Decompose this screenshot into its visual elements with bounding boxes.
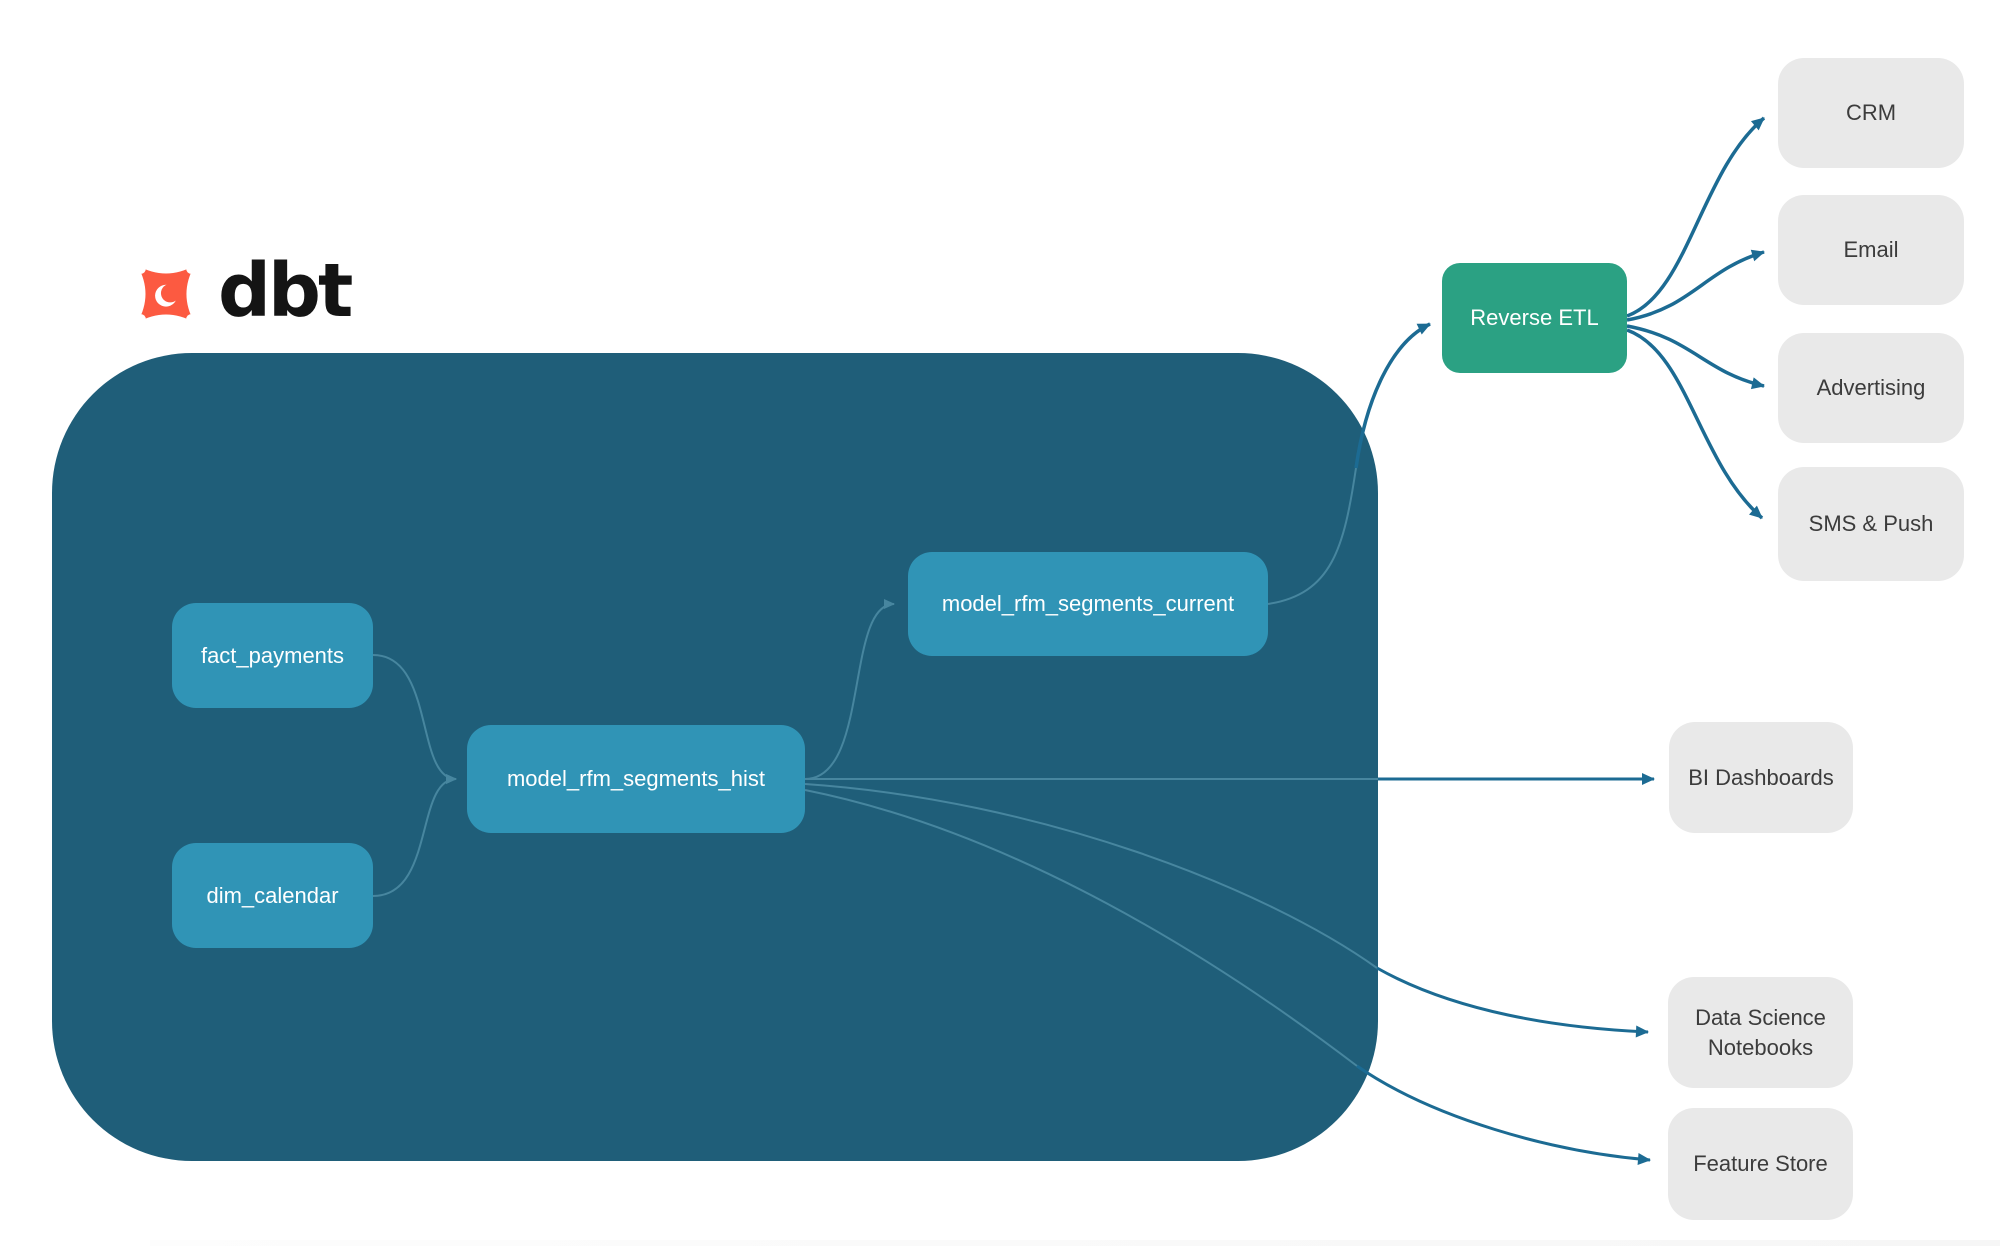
dbt-logo: dbt: [124, 248, 353, 336]
edge-reverse-etl-to-crm: [1626, 116, 1766, 318]
node-crm-label: CRM: [1845, 100, 1897, 126]
dbt-logo-text: dbt: [218, 248, 353, 334]
node-model-rfm-segments-hist-label: model_rfm_segments_hist: [506, 766, 765, 792]
node-model-rfm-segments-current: model_rfm_segments_current: [908, 552, 1268, 656]
node-reverse-etl-label: Reverse ETL: [1470, 305, 1599, 331]
edge-reverse-etl-to-advertising: [1626, 324, 1765, 390]
node-email-label: Email: [1843, 237, 1899, 263]
node-dim-calendar: dim_calendar: [172, 843, 373, 948]
bottom-edge-band: [150, 1240, 2000, 1246]
node-model-rfm-segments-hist: model_rfm_segments_hist: [467, 725, 805, 833]
node-crm: CRM: [1778, 58, 1964, 168]
node-model-rfm-segments-current-label: model_rfm_segments_current: [941, 591, 1235, 617]
node-data-science-notebooks-label: Data Science Notebooks: [1695, 1004, 1826, 1060]
node-sms-push: SMS & Push: [1778, 467, 1964, 581]
node-advertising: Advertising: [1778, 333, 1964, 443]
edge-reverse-etl-to-sms-push: [1626, 328, 1764, 520]
dbt-logo-icon: [135, 263, 197, 325]
node-advertising-label: Advertising: [1816, 375, 1926, 401]
edge-hist-to-feature-store: [1356, 1064, 1651, 1166]
node-feature-store-label: Feature Store: [1693, 1151, 1828, 1177]
node-fact-payments: fact_payments: [172, 603, 373, 708]
node-sms-push-label: SMS & Push: [1808, 511, 1934, 537]
node-reverse-etl: Reverse ETL: [1442, 263, 1627, 373]
edge-hist-to-data-science: [1376, 966, 1649, 1038]
node-feature-store: Feature Store: [1668, 1108, 1853, 1220]
edge-reverse-etl-to-email: [1626, 249, 1765, 322]
node-bi-dashboards-label: BI Dashboards: [1688, 764, 1834, 790]
node-fact-payments-label: fact_payments: [200, 642, 345, 668]
node-data-science-notebooks: Data Science Notebooks: [1668, 977, 1853, 1088]
node-email: Email: [1778, 195, 1964, 305]
node-dim-calendar-label: dim_calendar: [206, 882, 339, 908]
node-bi-dashboards: BI Dashboards: [1669, 722, 1853, 833]
